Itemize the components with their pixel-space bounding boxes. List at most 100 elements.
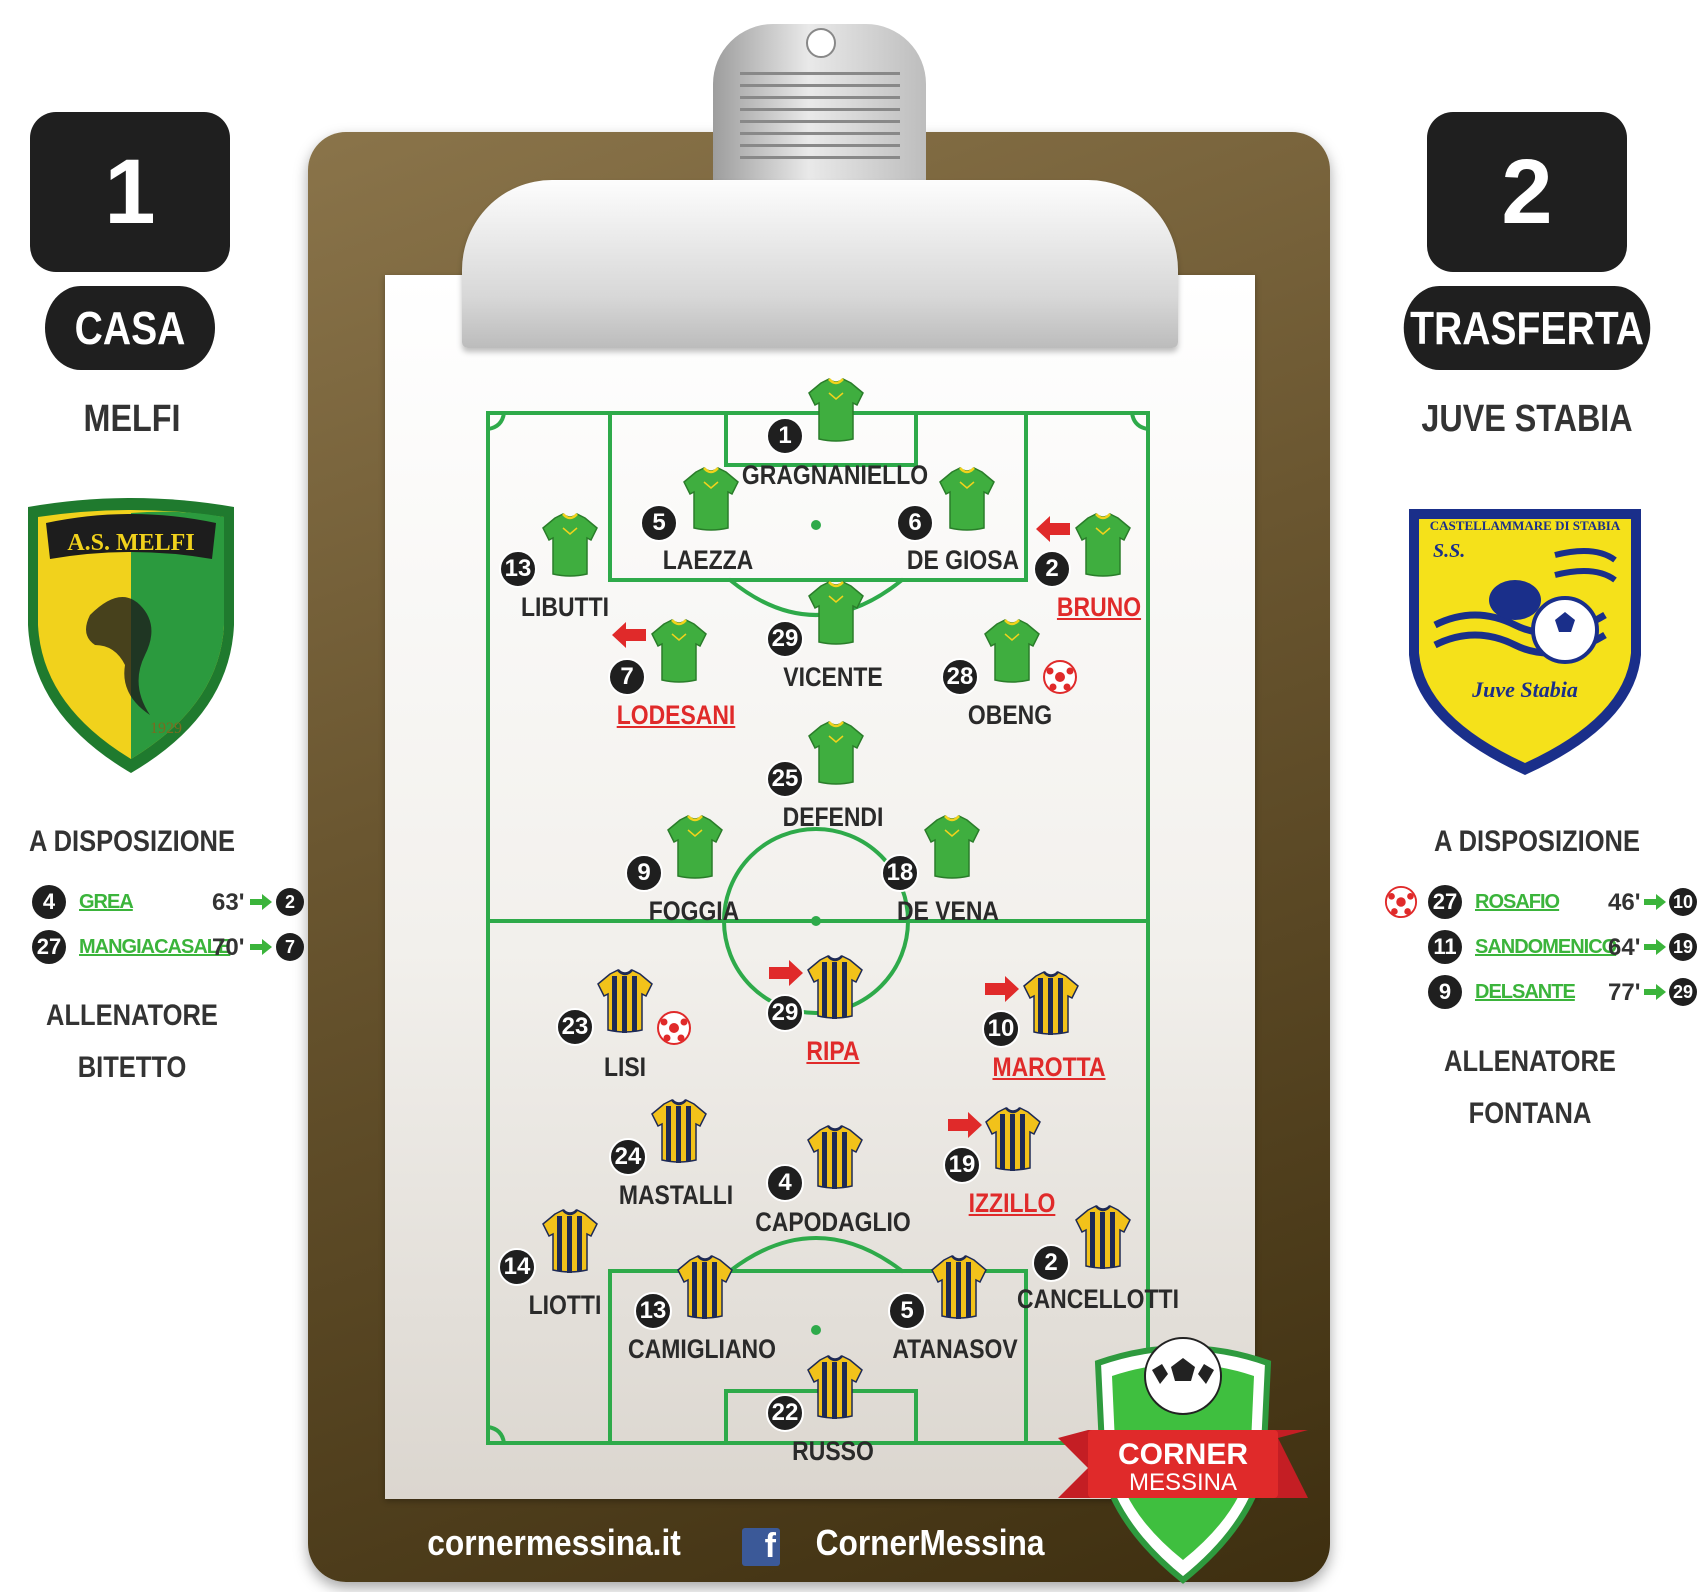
player-name: DEFENDI: [782, 802, 884, 832]
replaced-number: 7: [276, 933, 304, 961]
away-crest-ss: S.S.: [1433, 540, 1465, 562]
sub-number: 9: [1428, 975, 1462, 1009]
away-score: 2: [1427, 112, 1627, 272]
striped-jersey-icon: [1022, 970, 1080, 1036]
home-crest-year: 1929: [150, 720, 182, 737]
striped-jersey-icon: [676, 1254, 734, 1320]
player-name: LAEZZA: [662, 545, 754, 575]
footer-social[interactable]: CornerMessina: [815, 1522, 1045, 1563]
sub-minute: 63': [212, 889, 245, 916]
player-name: GRAGNANIELLO: [741, 460, 929, 490]
green-jersey-icon: [650, 618, 708, 684]
goal-ball-icon: [657, 1011, 691, 1045]
player-name: LODESANI: [616, 700, 736, 730]
logo-line-2: MESSINA: [1129, 1469, 1237, 1496]
player-name: VICENTE: [783, 662, 883, 692]
home-sub-row-1: 4 GREA 63' 2: [32, 885, 312, 919]
striped-jersey-icon: [1074, 1204, 1132, 1270]
player-number: 19: [943, 1146, 981, 1184]
away-coach: ALLENATORE FONTANA: [1403, 1036, 1658, 1140]
player-number: 24: [609, 1138, 647, 1176]
sub-name[interactable]: MANGIACASALE: [79, 936, 231, 958]
home-coach-name: BITETTO: [77, 1051, 187, 1084]
sub-arrow-icon: [250, 939, 272, 955]
home-bench-title: A DISPOSIZIONE: [29, 825, 235, 858]
player-name: DE GIOSA: [906, 545, 1020, 575]
green-jersey-icon: [923, 814, 981, 880]
replaced-number: 19: [1669, 933, 1697, 961]
football-field: [486, 411, 1150, 1445]
sub-out-arrow-icon: [612, 622, 646, 648]
away-team-name: JUVE STABIA: [1421, 398, 1633, 440]
player-number: 18: [881, 854, 919, 892]
player-name: RIPA: [806, 1036, 860, 1066]
player-number: 1: [766, 417, 804, 455]
sub-minute: 70': [212, 934, 245, 961]
away-crest-top-text: CASTELLAMMARE DI STABIA: [1430, 518, 1621, 533]
player-name: CAPODAGLIO: [755, 1207, 911, 1237]
away-coach-name: FONTANA: [1468, 1097, 1592, 1130]
home-sub-row-2: 27 MANGIACASALE 70' 7: [32, 930, 312, 964]
home-coach: ALLENATORE BITETTO: [5, 990, 260, 1094]
goal-ball-icon: [1384, 885, 1418, 919]
green-jersey-icon: [983, 618, 1041, 684]
player-number: 14: [498, 1248, 536, 1286]
sub-out-arrow-icon: [1036, 516, 1070, 542]
sub-out-arrow-icon: [985, 976, 1019, 1002]
player-number: 29: [766, 994, 804, 1032]
sub-name[interactable]: SANDOMENICO: [1475, 936, 1617, 958]
logo-line-1: CORNER: [1118, 1438, 1248, 1471]
player-name: IZZILLO: [968, 1188, 1056, 1218]
away-bench-title: A DISPOSIZIONE: [1434, 825, 1640, 858]
sub-arrow-icon: [1644, 984, 1666, 1000]
green-jersey-icon: [1074, 512, 1132, 578]
sub-minute: 77': [1608, 979, 1641, 1006]
sub-minute: 46': [1608, 889, 1641, 916]
away-coach-title: ALLENATORE: [1444, 1045, 1616, 1078]
player-name: LIBUTTI: [521, 592, 609, 622]
striped-jersey-icon: [806, 954, 864, 1020]
clipboard-clip-base: [462, 180, 1178, 348]
player-name: CAMIGLIANO: [628, 1334, 776, 1364]
green-jersey-icon: [807, 580, 865, 646]
player-number: 22: [766, 1394, 804, 1432]
player-name: DE VENA: [896, 896, 1000, 926]
sub-number: 4: [32, 885, 66, 919]
striped-jersey-icon: [806, 1124, 864, 1190]
home-label: CASA: [45, 286, 215, 370]
player-name: OBENG: [967, 700, 1053, 730]
striped-jersey-icon: [806, 1354, 864, 1420]
player-name: LISI: [603, 1052, 647, 1082]
player-number: 23: [556, 1008, 594, 1046]
player-number: 4: [766, 1164, 804, 1202]
striped-jersey-icon: [930, 1254, 988, 1320]
sub-number: 11: [1428, 930, 1462, 964]
player-name: FOGGIA: [648, 896, 740, 926]
player-number: 2: [1033, 550, 1071, 588]
sub-out-arrow-icon: [948, 1112, 982, 1138]
player-number: 5: [640, 504, 678, 542]
player-number: 10: [982, 1010, 1020, 1048]
player-number: 7: [608, 658, 646, 696]
sub-number: 27: [1428, 885, 1462, 919]
striped-jersey-icon: [984, 1106, 1042, 1172]
player-number: 13: [499, 550, 537, 588]
green-jersey-icon: [682, 466, 740, 532]
player-name: MAROTTA: [992, 1052, 1106, 1082]
facebook-icon[interactable]: f: [742, 1527, 780, 1566]
sub-name[interactable]: GREA: [79, 891, 134, 913]
player-name: CANCELLOTTI: [1017, 1284, 1179, 1314]
footer-site[interactable]: cornermessina.it: [427, 1522, 681, 1563]
striped-jersey-icon: [596, 968, 654, 1034]
sub-name[interactable]: ROSAFIO: [1475, 891, 1560, 913]
player-number: 25: [766, 760, 804, 798]
home-crest: A.S. MELFI 1929: [28, 498, 234, 773]
green-jersey-icon: [807, 377, 865, 443]
player-number: 29: [766, 620, 804, 658]
player-number: 5: [888, 1292, 926, 1330]
home-score: 1: [30, 112, 230, 272]
player-number: 13: [634, 1292, 672, 1330]
sub-name[interactable]: DELSANTE: [1475, 981, 1576, 1003]
striped-jersey-icon: [650, 1098, 708, 1164]
clip-hole: [806, 28, 836, 58]
